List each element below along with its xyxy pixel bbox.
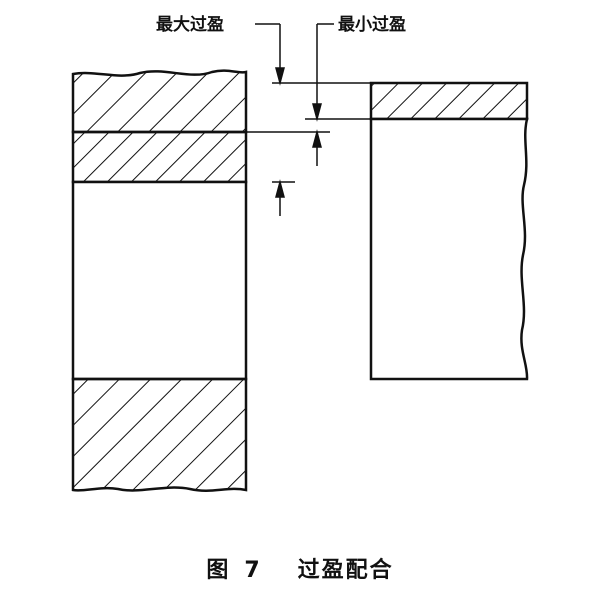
caption-figure-word: 图 [206,558,231,583]
min-interference-dimension [312,23,334,166]
caption-title: 过盈配合 [297,558,394,583]
shaft-part [369,81,529,381]
interference-zone-hatch [71,130,248,184]
hole-bore [71,180,248,381]
hole-part [71,69,248,492]
hole-top-hatch [71,69,248,134]
shaft-top-hatch [369,81,529,121]
hole-bottom-hatch [71,377,248,492]
shaft-body [369,117,529,381]
max-interference-label: 最大过盈 [156,14,224,35]
max-interference-dimension [255,23,285,216]
min-interference-label: 最小过盈 [338,15,406,35]
dimension-lines [246,82,371,183]
caption-figure-number: 7 [244,558,262,583]
